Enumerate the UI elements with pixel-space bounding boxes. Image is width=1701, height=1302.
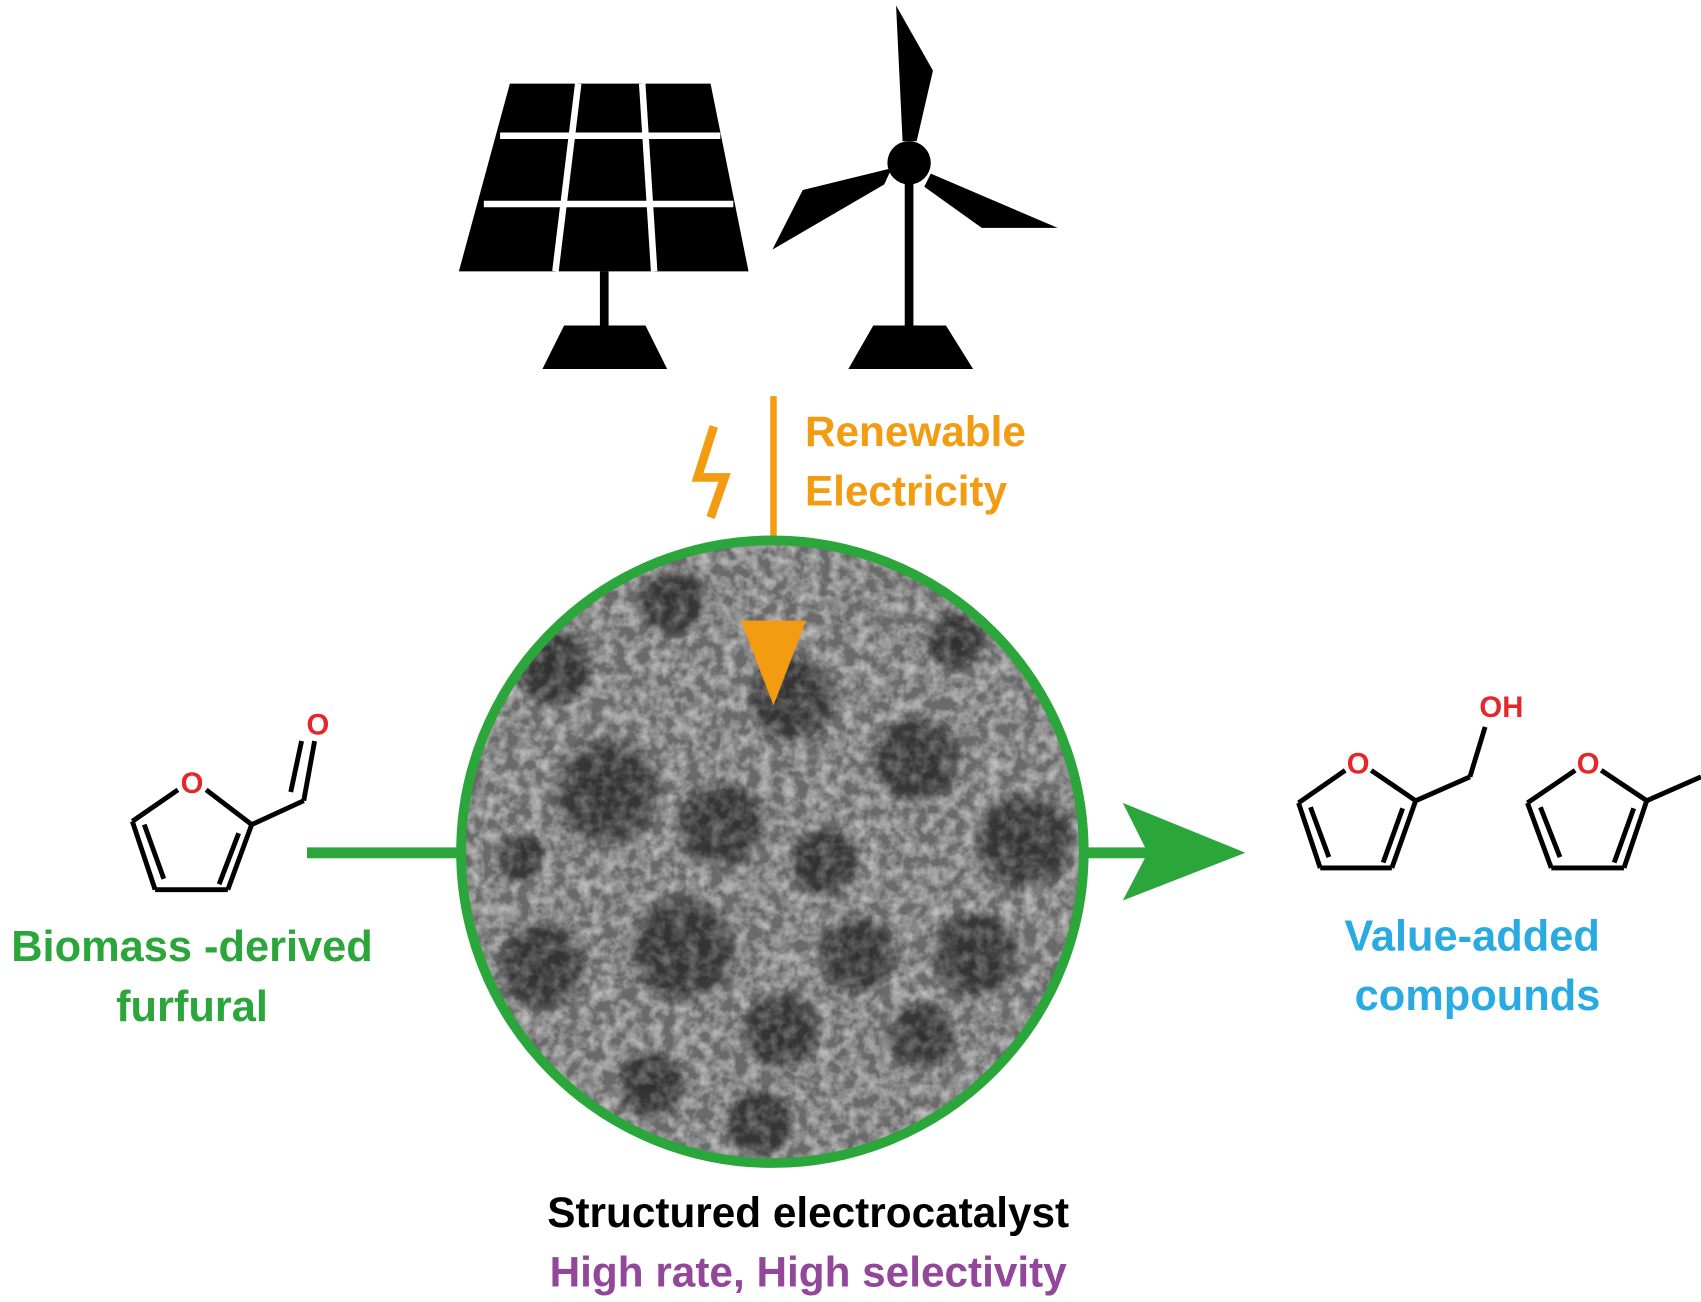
furfuryl-alcohol-ring-oxygen: O [1347,748,1370,781]
electricity-arrow-head [740,620,807,706]
products-label-line2: compounds [1355,972,1601,1020]
products-label-line1: Value-added [1344,912,1600,960]
furfural-ring-oxygen: O [181,767,204,800]
catalyst-title: Structured electrocatalyst [547,1189,1069,1236]
methylfuran-structure [1525,768,1701,871]
furfuryl-alcohol-hydroxyl: OH [1479,691,1523,724]
wind-turbine-icon [772,5,1058,369]
reactant-label-line2: furfural [116,983,268,1031]
solar-panel-icon [458,83,749,369]
furfural-structure [130,740,317,893]
methylfuran-ring-oxygen: O [1577,748,1600,781]
furfuryl-alcohol-structure [1296,726,1488,871]
reactant-label-line1: Biomass -derived [11,923,373,971]
output-arrow-head [1122,802,1246,901]
catalyst-subtitle: High rate, High selectivity [550,1249,1068,1296]
renewable-label: Renewable [805,408,1026,455]
lightning-bolt-icon [691,425,731,520]
furfural-carbonyl-oxygen: O [306,709,329,742]
electricity-label: Electricity [805,468,1008,515]
